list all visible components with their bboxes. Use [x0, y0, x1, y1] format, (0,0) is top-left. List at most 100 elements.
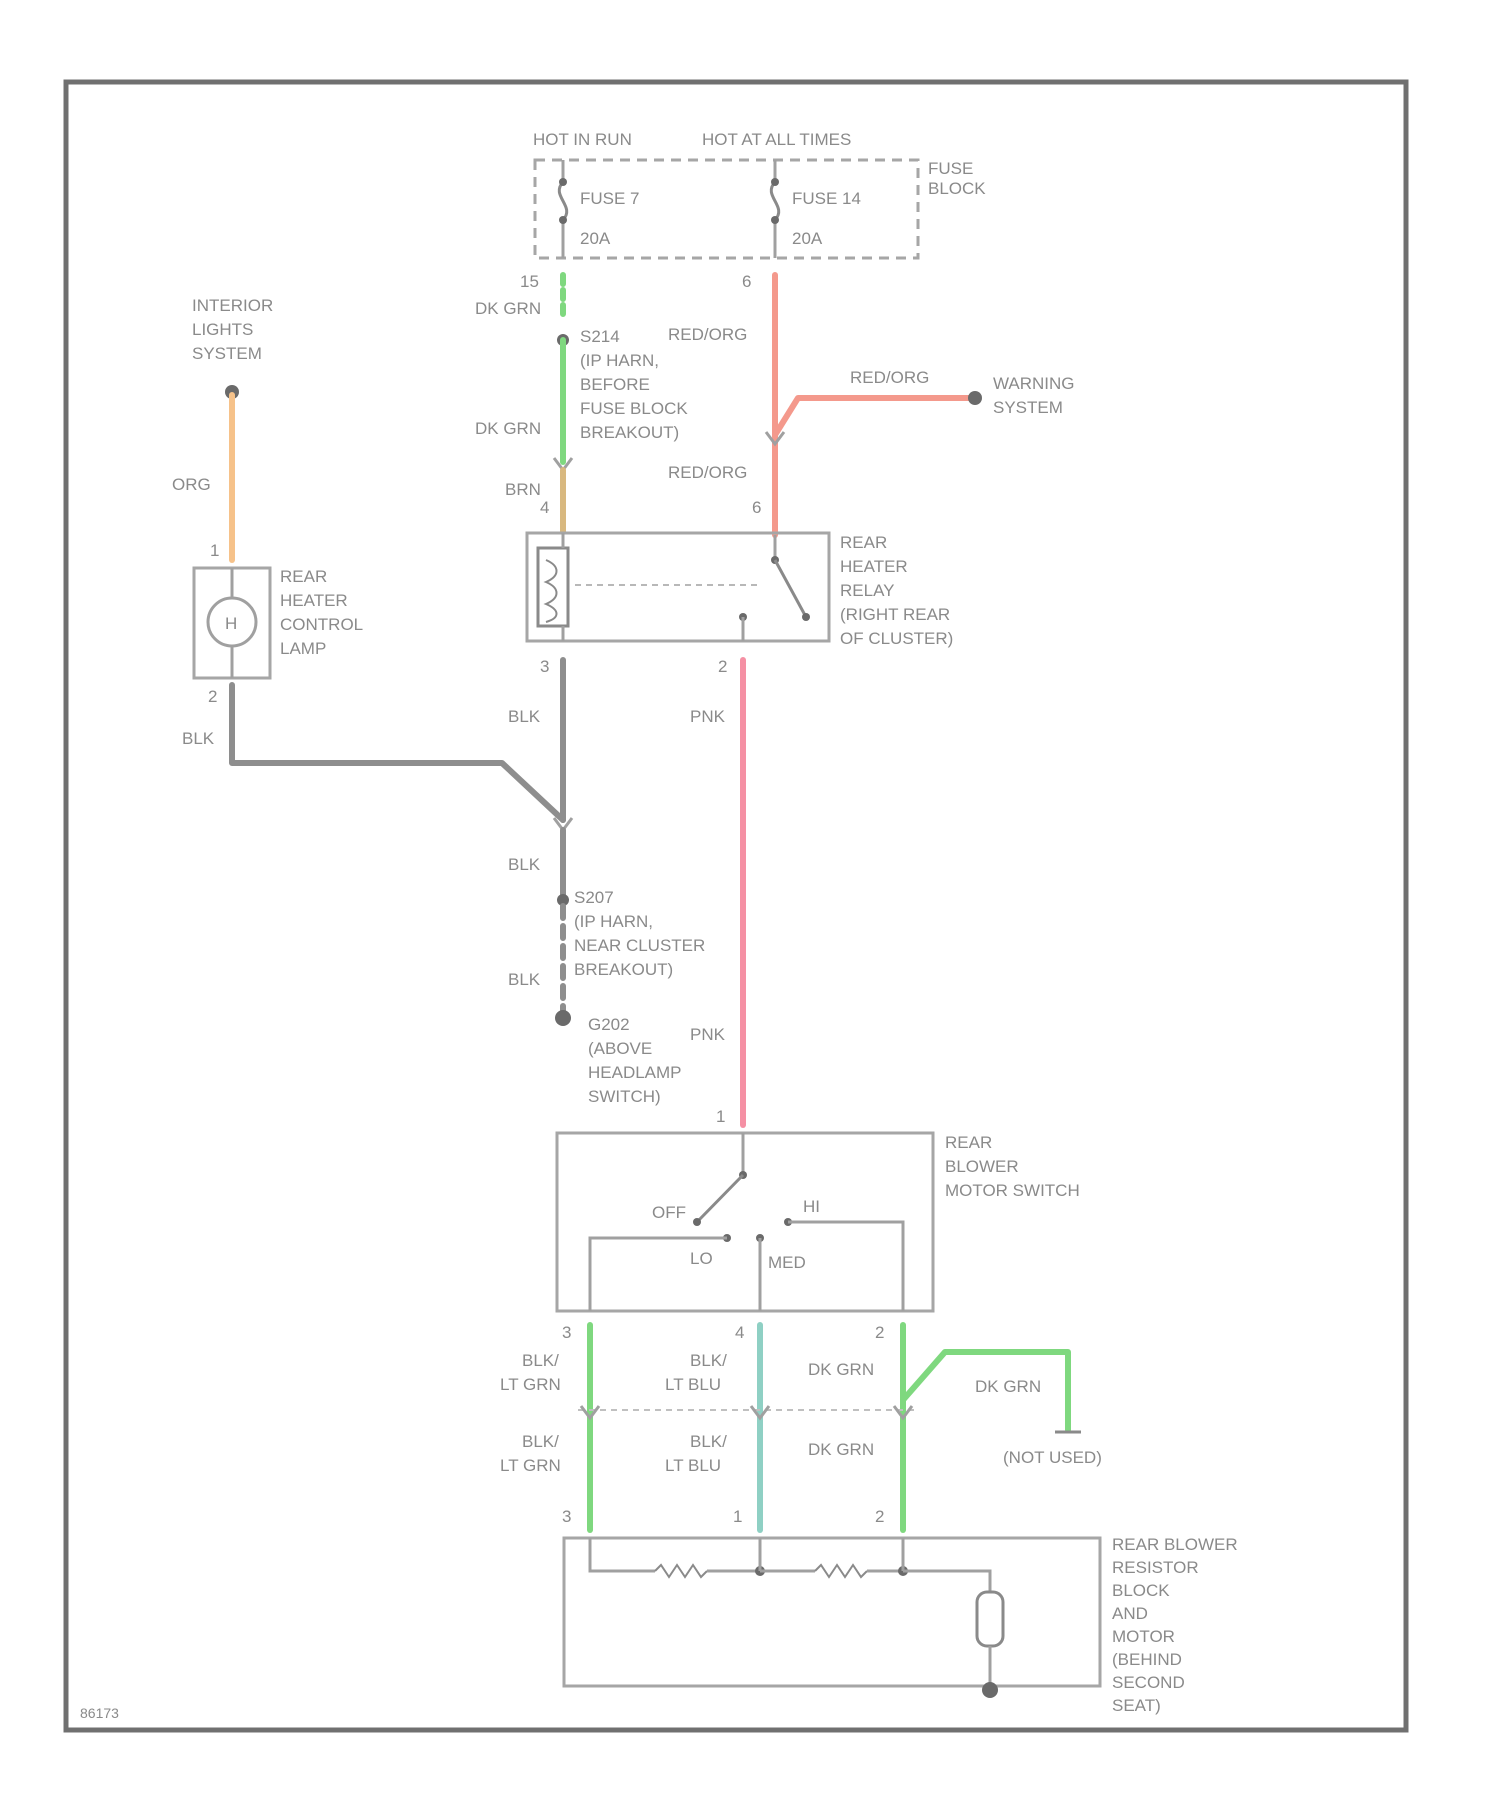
svg-text:S214: S214 — [580, 327, 620, 346]
svg-text:(IP HARN,: (IP HARN, — [580, 351, 659, 370]
relay-pin-4: 4 — [540, 498, 549, 517]
svg-text:BLOCK: BLOCK — [1112, 1581, 1170, 1600]
brn-label: BRN — [505, 480, 541, 499]
svg-text:(IP HARN,: (IP HARN, — [574, 912, 653, 931]
resistor-block-label: REAR BLOWER RESISTOR BLOCK AND MOTOR (BE… — [1112, 1535, 1238, 1715]
fuse-block: HOT IN RUN HOT AT ALL TIMES FUSE BLOCK F… — [520, 130, 986, 291]
svg-text:BLK/: BLK/ — [690, 1351, 727, 1370]
svg-text:SECOND: SECOND — [1112, 1673, 1185, 1692]
motor-pin-2: 2 — [875, 1507, 884, 1526]
svg-text:RESISTOR: RESISTOR — [1112, 1558, 1199, 1577]
relay-label: REAR HEATER RELAY (RIGHT REAR OF CLUSTER… — [840, 533, 953, 648]
resistor-2 — [815, 1565, 867, 1577]
motor-ground — [982, 1682, 998, 1698]
switch-label: REAR BLOWER MOTOR SWITCH — [945, 1133, 1080, 1200]
lamp-blk-label: BLK — [182, 729, 215, 748]
switch-contact-off — [693, 1218, 701, 1226]
relay-pin-2: 2 — [718, 657, 727, 676]
switch-pos-med: MED — [768, 1253, 806, 1272]
hot-at-all-times-label: HOT AT ALL TIMES — [702, 130, 851, 149]
svg-text:BLK/: BLK/ — [522, 1351, 559, 1370]
motor-pin-3: 3 — [562, 1507, 571, 1526]
svg-text:(RIGHT REAR: (RIGHT REAR — [840, 605, 950, 624]
red-org-branch — [775, 398, 975, 435]
svg-text:BLK/: BLK/ — [522, 1432, 559, 1451]
svg-text:CONTROL: CONTROL — [280, 615, 363, 634]
rear-heater-relay: REAR HEATER RELAY (RIGHT REAR OF CLUSTER… — [527, 533, 953, 676]
dk-grn-label-4: DK GRN — [975, 1377, 1041, 1396]
dk-grn-label-2: DK GRN — [475, 419, 541, 438]
org-label: ORG — [172, 475, 211, 494]
fuse-14: FUSE 14 20A 6 — [742, 160, 861, 291]
svg-text:REAR: REAR — [945, 1133, 992, 1152]
s214-label: S214 (IP HARN, BEFORE FUSE BLOCK BREAKOU… — [580, 327, 688, 442]
svg-text:REAR BLOWER: REAR BLOWER — [1112, 1535, 1238, 1554]
lamp-pin-2: 2 — [208, 687, 217, 706]
svg-text:REAR: REAR — [840, 533, 887, 552]
lamp-symbol: H — [225, 614, 237, 633]
blk-label-3: BLK — [508, 970, 541, 989]
svg-text:LAMP: LAMP — [280, 639, 326, 658]
blk-lt-grn-label-2: BLK/ LT GRN — [500, 1432, 561, 1475]
svg-text:SYSTEM: SYSTEM — [993, 398, 1063, 417]
blk-label-2: BLK — [508, 855, 541, 874]
switch-pin-1: 1 — [716, 1107, 725, 1126]
svg-text:HEATER: HEATER — [840, 557, 908, 576]
ground-g202 — [555, 1010, 571, 1026]
switch-wiper — [697, 1175, 743, 1222]
g202-label: G202 (ABOVE HEADLAMP SWITCH) — [588, 1015, 682, 1106]
svg-text:SWITCH): SWITCH) — [588, 1087, 661, 1106]
switch-pin-2: 2 — [875, 1323, 884, 1342]
lamp-pin-1: 1 — [210, 541, 219, 560]
svg-text:LT BLU: LT BLU — [665, 1456, 721, 1475]
svg-text:BREAKOUT): BREAKOUT) — [580, 423, 679, 442]
svg-text:MOTOR SWITCH: MOTOR SWITCH — [945, 1181, 1080, 1200]
resistor-block-and-motor: REAR BLOWER RESISTOR BLOCK AND MOTOR (BE… — [564, 1535, 1238, 1715]
relay-contact-arm — [775, 560, 806, 617]
dk-grn-label-3: DK GRN — [808, 1360, 874, 1379]
switch-pin-4: 4 — [735, 1323, 744, 1342]
warning-system-node — [968, 391, 982, 405]
interior-lights-section: INTERIOR LIGHTS SYSTEM ORG 1 H REAR HEAT… — [172, 296, 563, 820]
figure-id: 86173 — [80, 1705, 119, 1721]
svg-text:(ABOVE: (ABOVE — [588, 1039, 652, 1058]
svg-text:WARNING: WARNING — [993, 374, 1075, 393]
switch-pos-lo: LO — [690, 1249, 713, 1268]
lamp-blk-wire — [232, 685, 563, 820]
svg-text:S207: S207 — [574, 888, 614, 907]
motor-pin-1: 1 — [733, 1507, 742, 1526]
red-org-label-2: RED/ORG — [668, 463, 747, 482]
dk-grn-label-5: DK GRN — [808, 1440, 874, 1459]
svg-text:SEAT): SEAT) — [1112, 1696, 1161, 1715]
svg-text:LIGHTS: LIGHTS — [192, 320, 253, 339]
resistor-block-box — [564, 1538, 1100, 1686]
fuse-14-name: FUSE 14 — [792, 189, 861, 208]
red-org-label-1: RED/ORG — [668, 325, 747, 344]
red-org-feed: RED/ORG RED/ORG WARNING SYSTEM RED/ORG 6 — [668, 275, 1075, 535]
interior-lights-label: INTERIOR LIGHTS SYSTEM — [192, 296, 273, 363]
fuse-14-rating: 20A — [792, 229, 823, 248]
svg-text:LT GRN: LT GRN — [500, 1375, 561, 1394]
fuse-block-label-2: BLOCK — [928, 179, 986, 198]
fuse-7-rating: 20A — [580, 229, 611, 248]
hot-in-run-label: HOT IN RUN — [533, 130, 632, 149]
relay-box — [527, 533, 829, 641]
svg-text:G202: G202 — [588, 1015, 630, 1034]
warning-system-label: WARNING SYSTEM — [993, 374, 1075, 417]
pnk-circuit: PNK PNK 1 — [690, 660, 743, 1126]
svg-text:LT BLU: LT BLU — [665, 1375, 721, 1394]
pnk-label-1: PNK — [690, 707, 726, 726]
svg-text:REAR: REAR — [280, 567, 327, 586]
blower-harness: (NOT USED) BLK/ LT GRN BLK/ LT BLU DK GR… — [500, 1325, 1102, 1530]
blk-lt-blu-label-1: BLK/ LT BLU — [665, 1351, 727, 1394]
fuse-7-name: FUSE 7 — [580, 189, 640, 208]
relay-pin-3: 3 — [540, 657, 549, 676]
red-org-label-branch: RED/ORG — [850, 368, 929, 387]
switch-pin-3: 3 — [562, 1323, 571, 1342]
dk-grn-label-1: DK GRN — [475, 299, 541, 318]
svg-text:OF CLUSTER): OF CLUSTER) — [840, 629, 953, 648]
relay-pin-6: 6 — [752, 498, 761, 517]
not-used-label: (NOT USED) — [1003, 1448, 1102, 1467]
svg-text:HEADLAMP: HEADLAMP — [588, 1063, 682, 1082]
ground-path: BLK BLK S207 (IP HARN, NEAR CLUSTER BREA… — [508, 660, 705, 1106]
